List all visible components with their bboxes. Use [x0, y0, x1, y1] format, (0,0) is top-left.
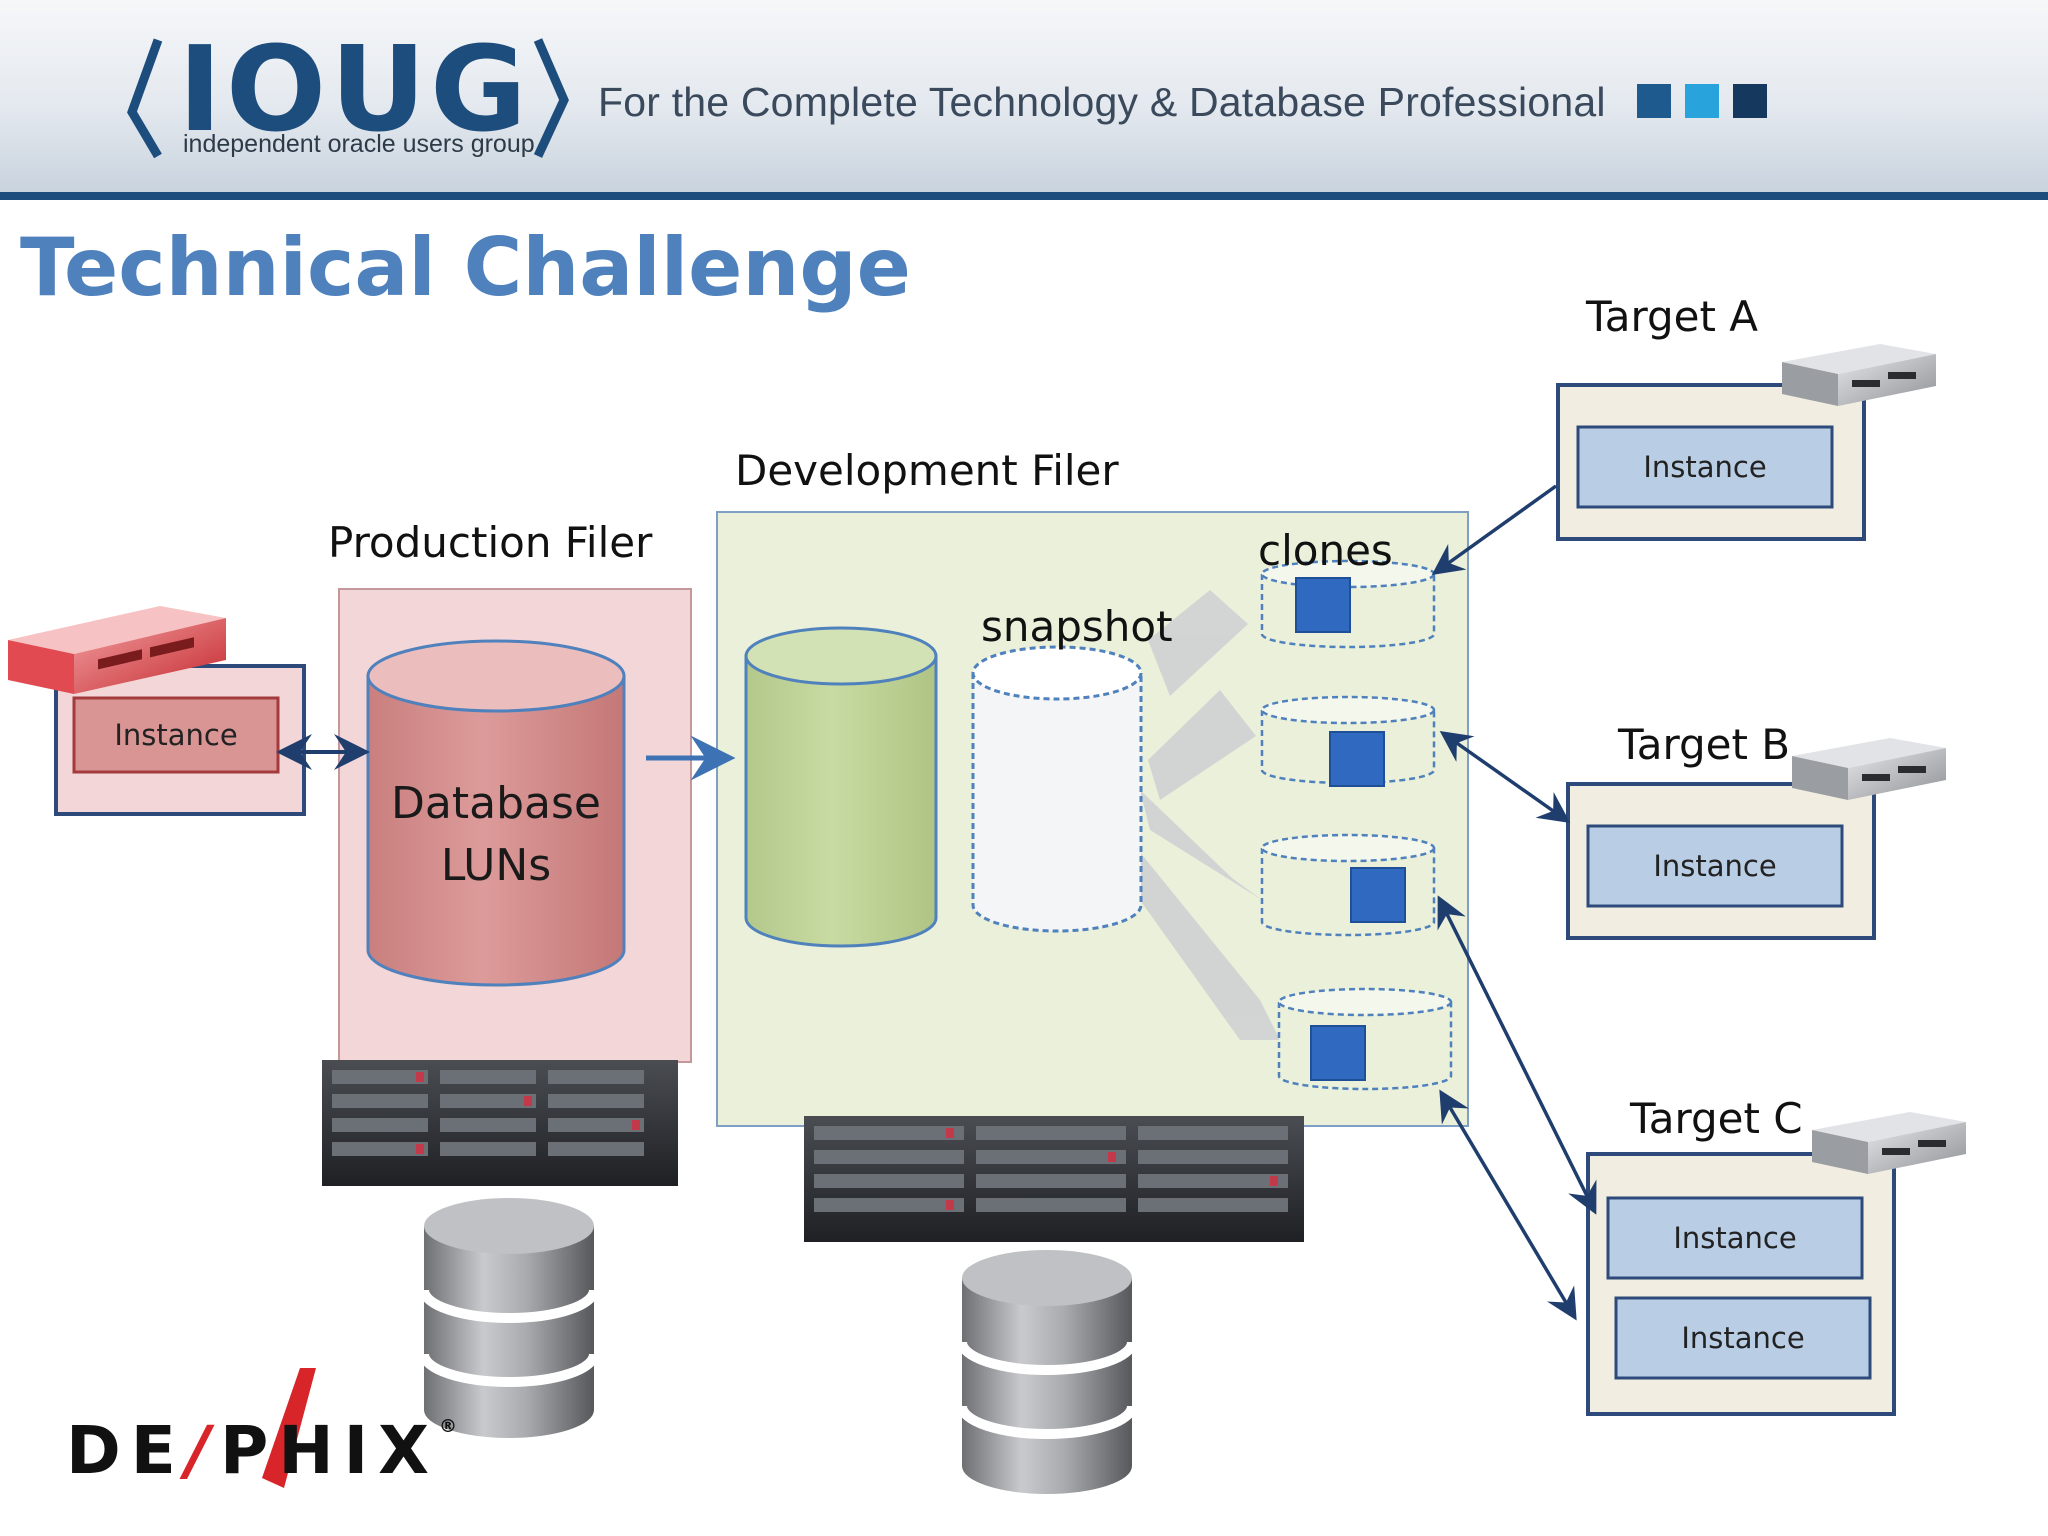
delphix-logo-suffix: PHIX	[219, 1412, 440, 1489]
slide-title: Technical Challenge	[20, 221, 911, 314]
target-c-server-icon	[1812, 1112, 1966, 1174]
delphix-logo: DE/PHIX®	[66, 1418, 457, 1484]
delphix-slash-icon	[262, 1368, 316, 1488]
target-b-to-clone-arrow	[1439, 730, 1571, 824]
snapshot-label: snapshot	[981, 602, 1173, 651]
clone-1	[1260, 559, 1436, 649]
clone-square	[1310, 1025, 1366, 1081]
clone-4	[1277, 987, 1453, 1091]
clones-label: clones	[1258, 526, 1393, 575]
delphix-registered-mark: ®	[439, 1416, 458, 1437]
target-c-label: Target C	[1630, 1094, 1803, 1143]
target-c-instance-label-2: Instance	[1681, 1321, 1805, 1355]
target-a-label: Target A	[1586, 292, 1759, 341]
clone-square	[1350, 867, 1406, 923]
target-c-instance-box-1	[1606, 1196, 1864, 1280]
clone-square	[1295, 577, 1351, 633]
banner-square-3	[1733, 84, 1767, 118]
logo-bracket-left	[127, 38, 163, 159]
delphix-logo-slash: /	[185, 1412, 220, 1489]
target-a-server-icon	[1782, 344, 1936, 406]
banner-tagline: For the Complete Technology & Database P…	[598, 79, 1606, 125]
header-underline	[0, 192, 2048, 200]
target-b-instance-box	[1586, 824, 1844, 908]
target-a-instance-label: Instance	[1643, 450, 1767, 484]
production-filer-label: Production Filer	[328, 518, 653, 567]
banner-square-2	[1685, 84, 1719, 118]
clone-2	[1260, 695, 1436, 787]
database-luns-label-line2: LUNs	[440, 840, 552, 891]
target-c-to-clone-arrow-2	[1439, 1089, 1577, 1321]
development-filer-label: Development Filer	[735, 446, 1119, 495]
target-a-to-clone-arrow	[1431, 484, 1558, 576]
dev-database-cylinder	[744, 626, 938, 948]
logo-bracket-right	[533, 38, 569, 158]
database-luns-label-line1: Database	[391, 778, 601, 829]
target-b-server-icon	[1792, 738, 1946, 800]
production-database-stack-icon	[419, 1198, 599, 1438]
red-server-icon	[8, 606, 226, 694]
source-instance-box	[72, 696, 280, 774]
clone-3	[1260, 833, 1436, 937]
database-luns-cylinder	[366, 639, 626, 987]
target-a-instance-box	[1576, 425, 1834, 509]
snapshot-cylinder	[971, 645, 1143, 933]
target-c-instance-label-1: Instance	[1673, 1221, 1797, 1255]
source-instance-label: Instance	[114, 718, 238, 752]
target-b-label: Target B	[1618, 720, 1791, 769]
production-storage-rack-icon	[322, 1060, 678, 1186]
development-storage-rack-icon	[804, 1116, 1304, 1242]
target-c-instance-box-2	[1614, 1296, 1872, 1380]
ioug-logo-subtitle: independent oracle users group	[183, 130, 535, 158]
banner-square-1	[1637, 84, 1671, 118]
delphix-logo-prefix: DE	[66, 1412, 186, 1489]
ioug-logo-text: IOUG	[178, 20, 531, 158]
target-b-instance-label: Instance	[1653, 849, 1777, 883]
clone-square	[1329, 731, 1385, 787]
development-database-stack-icon	[957, 1250, 1137, 1494]
